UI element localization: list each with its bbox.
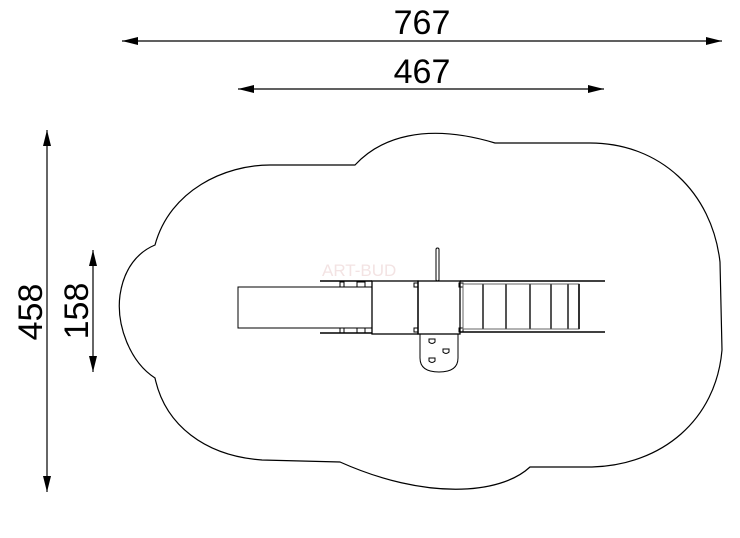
pole [435,247,440,282]
dimension-equipment-width: 467 [238,53,604,93]
ladder [460,280,605,333]
slide [237,286,373,329]
watermark: ART-BUD [322,261,396,280]
dimension-overall-depth: 458 [12,130,51,492]
dimension-label: 458 [12,284,50,341]
play-equipment [237,247,605,373]
dimension-equipment-depth: 158 [58,250,97,372]
dimension-label: 158 [58,283,96,340]
platform-deck [417,280,461,335]
dimension-overall-width: 767 [122,4,722,45]
dimension-label: 767 [394,4,451,42]
climbing-panel [419,333,459,373]
safety-zone-outline [118,132,723,490]
platform-deck [371,280,419,335]
dimension-label: 467 [394,53,451,91]
